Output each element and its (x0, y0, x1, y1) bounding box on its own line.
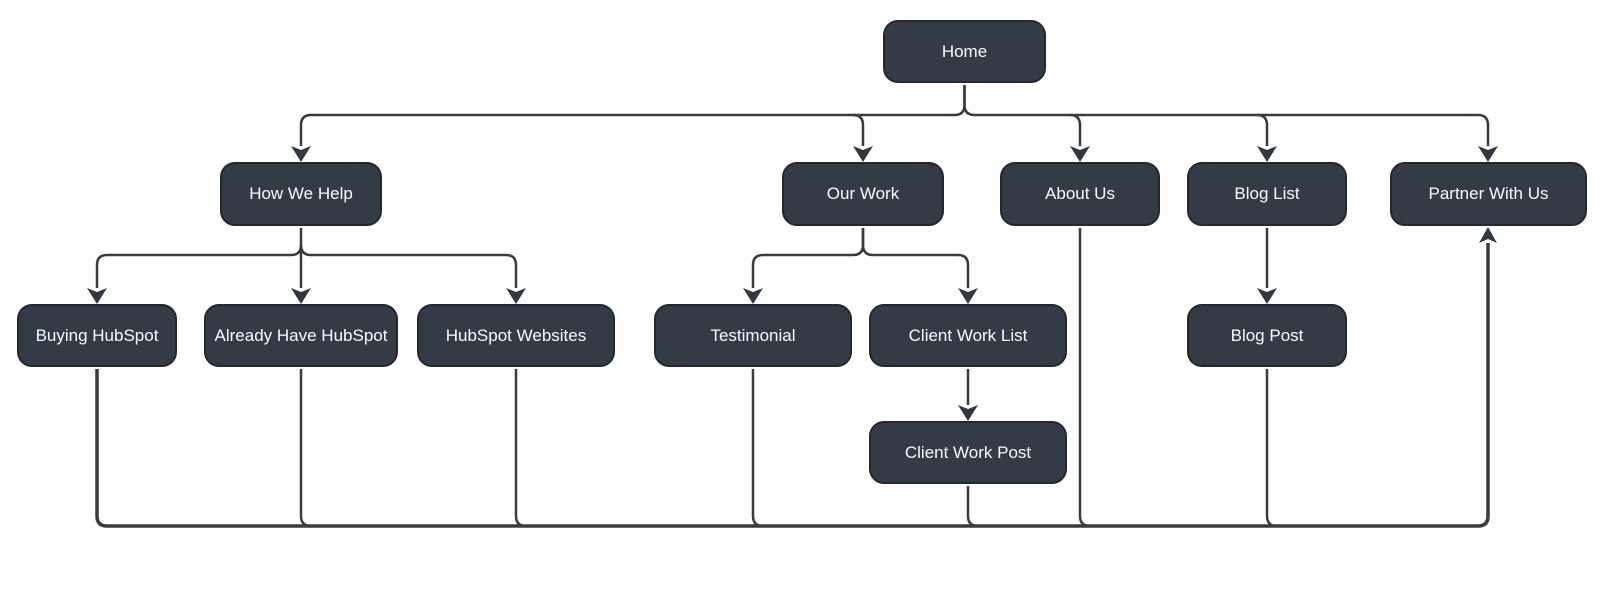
node-blog-post[interactable]: Blog Post (1187, 304, 1347, 367)
edge-our-work-testimonial (751, 228, 865, 288)
arrowhead-blog-post (1257, 288, 1277, 304)
edge-client-work-post-bus (966, 486, 1007, 528)
arrowhead-already-have-hubspot (291, 288, 311, 304)
node-how-we-help[interactable]: How We Help (220, 162, 382, 226)
node-home-label: Home (941, 41, 988, 61)
node-how-we-help-label: How We Help (249, 184, 353, 203)
node-partner-with-us[interactable]: Partner With Us (1390, 162, 1587, 226)
node-client-work-list[interactable]: Client Work List (869, 304, 1067, 367)
edge-bottom-bus-partner-with-us (95, 243, 1490, 528)
node-client-work-list-label: Client Work List (908, 325, 1028, 345)
node-testimonial[interactable]: Testimonial (654, 304, 852, 367)
edge-blog-post-bus (1265, 369, 1306, 528)
connectors (87, 85, 1498, 528)
arrowhead-about-us (1070, 146, 1090, 162)
node-blog-list[interactable]: Blog List (1187, 162, 1347, 226)
edge-home-our-work (852, 113, 865, 146)
arrowhead-client-work-post (958, 405, 978, 421)
node-buying-hubspot-label: Buying HubSpot (35, 325, 159, 345)
node-testimonial-label: Testimonial (710, 325, 796, 345)
arrowhead-hubspot-websites (506, 288, 526, 304)
node-buying-hubspot[interactable]: Buying HubSpot (17, 304, 177, 367)
arrowhead-buying-hubspot (87, 288, 107, 304)
node-home[interactable]: Home (883, 20, 1046, 83)
edge-hubspot-websites-bus (514, 369, 555, 528)
node-already-have-hubspot-label: Already Have HubSpot (214, 325, 388, 345)
edge-about-us-bus (1078, 228, 1119, 528)
node-blog-list-label: Blog List (1234, 184, 1300, 203)
edge-how-we-help-buying-hubspot (95, 244, 303, 288)
edge-home-about-us (1069, 113, 1082, 146)
arrowhead-our-work (853, 146, 873, 162)
arrowhead-how-we-help (291, 146, 311, 162)
node-hubspot-websites[interactable]: HubSpot Websites (417, 304, 615, 367)
node-partner-with-us-label: Partner With Us (1428, 184, 1549, 203)
arrowhead-client-work-list (958, 288, 978, 304)
node-about-us-label: About Us (1045, 184, 1115, 203)
edge-already-have-hubspot-bus (299, 369, 340, 528)
node-our-work[interactable]: Our Work (782, 162, 944, 226)
arrowhead-partner-with-us-bottom (1479, 227, 1497, 243)
edge-our-work-client-work-list (861, 228, 970, 288)
edge-home-how-we-help (299, 85, 966, 146)
node-blog-post-label: Blog Post (1230, 325, 1304, 345)
arrowhead-blog-list (1257, 146, 1277, 162)
node-client-work-post-label: Client Work Post (904, 442, 1032, 462)
arrowhead-testimonial (743, 288, 763, 304)
edge-testimonial-bus (751, 369, 792, 528)
arrowhead-partner-with-us-top (1478, 146, 1498, 162)
node-about-us[interactable]: About Us (1000, 162, 1160, 226)
node-client-work-post[interactable]: Client Work Post (869, 421, 1067, 484)
edge-home-blog-list (1256, 113, 1269, 146)
edge-home-partner-with-us (963, 85, 1490, 146)
node-hubspot-websites-label: HubSpot Websites (445, 325, 587, 345)
node-already-have-hubspot[interactable]: Already Have HubSpot (204, 304, 398, 367)
node-our-work-label: Our Work (826, 184, 900, 203)
edge-how-we-help-hubspot-websites (299, 244, 518, 288)
